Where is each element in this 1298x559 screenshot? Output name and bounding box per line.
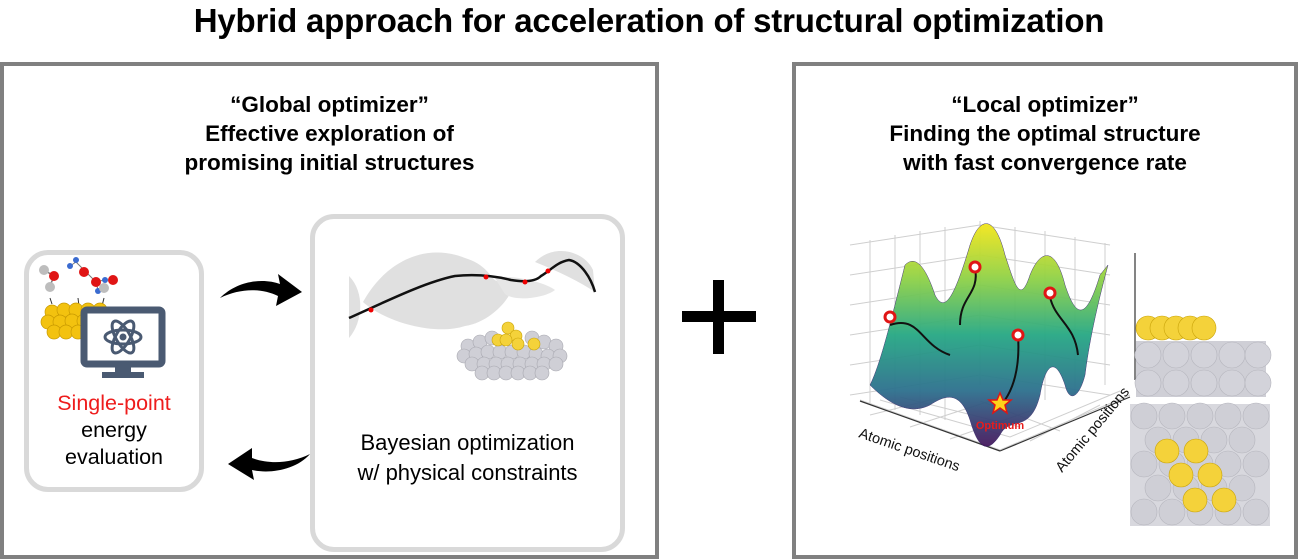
local-optimizer-heading: “Local optimizer” Finding the optimal st… xyxy=(792,90,1298,177)
plus-icon xyxy=(682,280,756,354)
bo-line: w/ physical constraints xyxy=(357,460,578,485)
energy-evaluation-card xyxy=(24,250,204,492)
energy-surface-plot: Optimum Atomic positions Atomic position… xyxy=(849,221,1136,476)
heading-line: Finding the optimal structure xyxy=(889,121,1201,146)
y-axis-label: Atomic positions xyxy=(1053,384,1133,475)
heading-line: Effective exploration of xyxy=(205,121,454,146)
evaluation-line: energy xyxy=(81,418,147,442)
heading-line: with fast convergence rate xyxy=(903,150,1187,175)
adsorbate-molecules xyxy=(39,257,118,307)
top-view-slab-icon xyxy=(1130,402,1270,526)
energy-surface xyxy=(869,223,1109,447)
global-optimizer-heading: “Global optimizer” Effective exploration… xyxy=(0,90,659,177)
x-axis-label: Atomic positions xyxy=(857,426,962,476)
arrow-right-curved-icon xyxy=(220,274,302,306)
plot-axes xyxy=(859,253,1136,452)
single-point-label: Single-point xyxy=(57,391,171,415)
start-points xyxy=(883,260,1057,342)
figure-title: Hybrid approach for acceleration of stru… xyxy=(193,2,1105,39)
gold-cluster-on-surface-icon xyxy=(456,321,568,381)
energy-evaluation-label: Single-point energy evaluation xyxy=(26,390,202,471)
heading-line: “Local optimizer” xyxy=(951,92,1139,117)
bo-line: Bayesian optimization xyxy=(360,430,575,455)
side-view-slab-icon xyxy=(1134,315,1272,397)
heading-line: “Global optimizer” xyxy=(230,92,429,117)
arrow-left-curved-icon xyxy=(228,448,310,480)
gaussian-process-curve-icon xyxy=(348,250,597,338)
optimum-label: Optimum xyxy=(976,420,1024,432)
optimization-paths xyxy=(889,266,1079,401)
monitor-atom-icon xyxy=(80,306,166,378)
heading-line: promising initial structures xyxy=(184,150,475,175)
optimum-star-icon xyxy=(986,391,1014,415)
molecules-on-gold-slab-icon xyxy=(39,257,166,378)
bayesian-optimization-label: Bayesian optimization w/ physical constr… xyxy=(310,428,625,488)
evaluation-line: evaluation xyxy=(64,445,164,469)
